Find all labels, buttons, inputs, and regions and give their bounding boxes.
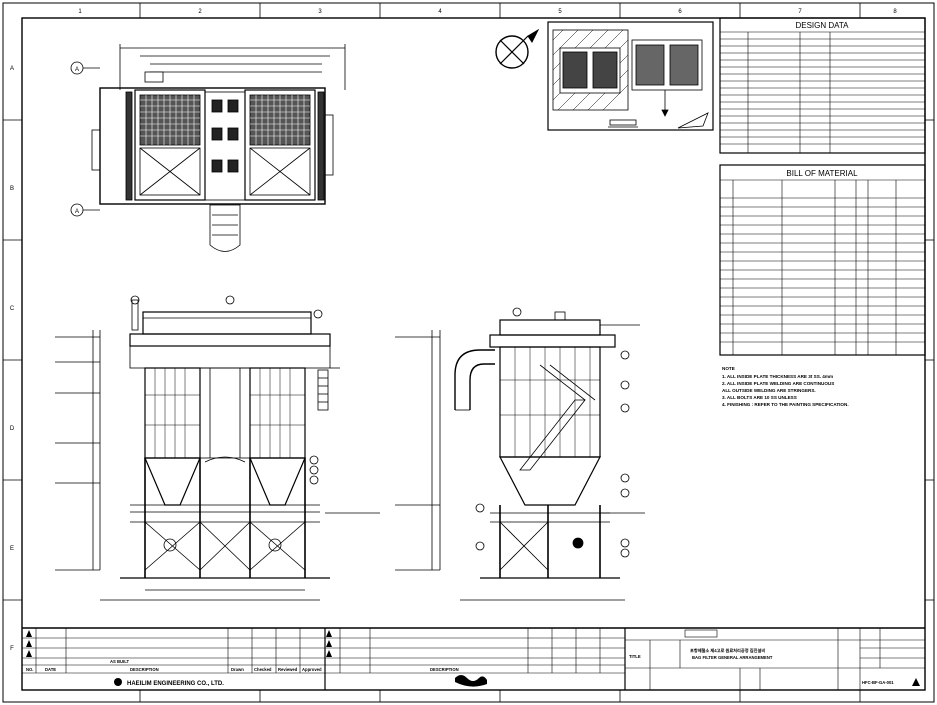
grid-row-c: C [10, 306, 15, 312]
border-grid-labels: 1 2 3 4 5 6 7 8 A B C D E F [10, 9, 898, 652]
side-elevation [395, 307, 645, 601]
north-arrow-icon [495, 28, 540, 69]
title-label: TITLE [629, 654, 641, 659]
revision-triangles [26, 630, 920, 686]
rev2-col-description: DESCRIPTION [430, 667, 459, 672]
grid-row-b: B [10, 186, 14, 192]
design-data-title: DESIGN DATA [795, 21, 849, 30]
grid-col-4: 4 [438, 9, 442, 15]
revision-labels: AS BUILT NO. DATE DESCRIPTION Drawn Chec… [26, 659, 459, 672]
grid-col-3: 3 [318, 9, 322, 15]
note-line-5: 4. FINISHING : REFER TO THE PAINTING SPE… [722, 402, 849, 407]
design-data-table [719, 17, 926, 154]
approval-signature [455, 675, 487, 687]
note-line-2: 2. ALL INSIDE PLATE WELDING ARE CONTINUO… [722, 381, 834, 386]
company-name: HAEILIM ENGINEERING CO., LTD. [127, 681, 224, 687]
grid-col-1: 1 [78, 9, 82, 15]
grid-col-8: 8 [893, 9, 897, 15]
grid-col-6: 6 [678, 9, 682, 15]
rev-as-built: AS BUILT [110, 659, 129, 664]
border-grid-ticks [3, 3, 934, 702]
rev-col-drawn: Drawn [231, 667, 244, 672]
bill-of-material-table [719, 164, 926, 356]
section-mark-top: A [75, 67, 79, 73]
bom-title: BILL OF MATERIAL [786, 169, 858, 178]
title-line-1: 포항제철소 제4고로 원료처리공정 집진설비 [690, 647, 765, 654]
grid-row-a: A [10, 66, 14, 72]
notes-block: NOTE 1. ALL INSIDE PLATE THICKNESS ARE 3… [722, 366, 849, 407]
grid-col-7: 7 [798, 9, 802, 15]
key-plan [547, 21, 714, 131]
note-line-3: ALL OUTSIDE WELDING ARE STRINGERS. [722, 388, 816, 393]
note-line-1: 1. ALL INSIDE PLATE THICKNESS ARE 3t SS.… [722, 374, 833, 379]
grid-row-d: D [10, 426, 15, 432]
front-elevation [55, 295, 380, 601]
notes-title: NOTE [722, 366, 735, 371]
company-logo [114, 678, 122, 686]
grid-row-e: E [10, 546, 14, 552]
grid-col-5: 5 [558, 9, 562, 15]
rev-col-approved: Approved [302, 667, 322, 672]
rev-col-reviewed: Reviewed [278, 667, 298, 672]
note-line-4: 3. ALL BOLTS ARE 10 SS UNLESS [722, 395, 797, 400]
drawing-number: HFC-BF-GA-001 [862, 680, 894, 685]
rev-col-date: DATE [45, 667, 56, 672]
grid-col-2: 2 [198, 9, 202, 15]
section-mark-bottom: A [75, 209, 79, 215]
plan-view [70, 44, 346, 252]
grid-row-f: F [10, 646, 14, 652]
title-line-2: BAG FILTER GENERAL ARRANGEMENT [692, 655, 773, 660]
revision-block [22, 627, 925, 690]
title-block-text: TITLE 포항제철소 제4고로 원료처리공정 집진설비 BAG FILTER … [629, 647, 894, 685]
rev-col-no: NO. [26, 667, 33, 672]
rev-col-description: DESCRIPTION [130, 667, 159, 672]
rev-col-checked: Checked [254, 667, 272, 672]
